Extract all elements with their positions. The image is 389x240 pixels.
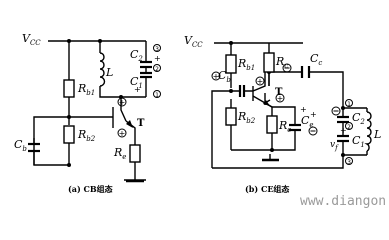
re-label-a: Re [113, 146, 126, 161]
terminal-marker-icon [153, 90, 161, 98]
ce-label-b: Ce [301, 114, 314, 129]
plus-circle-icon [211, 71, 221, 81]
rb1-label-a: Rb1 [77, 82, 95, 97]
watermark-text: www.diangon.com [300, 194, 389, 209]
plus-sign: + [310, 110, 317, 119]
terminal-marker-label: 2 [347, 124, 351, 131]
caption-a: (a) CB组态 [68, 184, 113, 194]
plus-sign: + [213, 72, 220, 81]
feedback-left-b [211, 90, 231, 168]
junction-dot [67, 163, 71, 167]
terminal-marker-label: 3 [347, 159, 351, 166]
resistor-rb1-a [63, 79, 75, 98]
plus-sign: + [257, 77, 264, 86]
junction-dot [341, 153, 345, 157]
inductor-label-a: L [105, 66, 113, 79]
cc-label-b: Cc [310, 52, 322, 67]
vf-label-b: vf [330, 140, 339, 152]
rc-label-b: Rc [275, 55, 288, 70]
plus-sign: + [300, 105, 307, 114]
resistor-re-a [129, 144, 141, 163]
inductor-label-b: L [373, 128, 381, 141]
emitter-arrow-a [126, 120, 133, 128]
bottom-wire-b [212, 155, 344, 169]
rb1-label-b: Rb1 [237, 57, 255, 72]
resistor-rb2-b [225, 107, 237, 126]
inductor-l-a [99, 52, 106, 87]
transistor-label-b: T [275, 87, 283, 98]
junction-dot [229, 41, 233, 45]
circuit-b-ce: + + + 1 2 3 VCC Rb1 Rb2 Rc Re Cb Cc Ce C… [184, 34, 381, 194]
plus-sign: + [154, 54, 161, 63]
terminal-marker-icon [153, 64, 161, 72]
re-label-b: Re [278, 119, 291, 134]
resistor-rb1-b [225, 54, 237, 74]
caption-b: (b) CE组态 [245, 184, 289, 194]
c2-label-a: C2 [130, 48, 143, 63]
cb-label-b: Cb [218, 69, 231, 84]
circuit-canvas: + + 3 2 1 VCC Rb1 Rb2 Cb Re L T C2 C1 + … [14, 32, 389, 209]
plus-sign: + [134, 85, 141, 94]
transistor-label-a: T [137, 118, 145, 129]
plus-sign: + [340, 126, 347, 135]
plus-circle-icon [117, 97, 127, 107]
terminal-marker-icon [345, 157, 353, 165]
junction-dot [67, 115, 71, 119]
terminal-marker-label: 2 [155, 66, 159, 73]
terminal-marker-icon [345, 122, 353, 130]
plus-sign: + [119, 98, 126, 107]
minus-circle-icon [282, 63, 292, 73]
junction-dot [229, 89, 233, 93]
tank-wire-b [343, 107, 368, 156]
inductor-l-b [364, 111, 372, 152]
plus-sign: + [277, 94, 284, 103]
terminal-marker-icon [153, 44, 161, 52]
junction-dot [341, 106, 345, 110]
junction-dot [67, 39, 71, 43]
rb2-label-a: Rb2 [77, 128, 96, 143]
minus-circle-icon [308, 126, 318, 136]
circuit-figure: + + 3 2 1 VCC Rb1 Rb2 Cb Re L T C2 C1 + … [14, 32, 389, 209]
terminal-marker-icon [345, 99, 353, 107]
terminal-marker-label: 1 [347, 101, 351, 108]
cep-wire-b [272, 106, 296, 151]
junction-dot [98, 39, 102, 43]
vcc-label-b: VCC [184, 34, 203, 49]
collector-a [120, 97, 127, 122]
minus-circle-icon [331, 106, 341, 116]
plus-sign: + [119, 129, 126, 138]
terminal-marker-label: 3 [155, 46, 159, 53]
resistor-rc-b [263, 52, 275, 73]
cb-label-a: Cb [14, 138, 27, 153]
circuit-a-cb: + + 3 2 1 VCC Rb1 Rb2 Cb Re L T C2 C1 + … [14, 32, 161, 194]
plus-circle-icon [255, 76, 265, 86]
resistor-re-b [266, 115, 278, 134]
emitter-arrow-b [263, 100, 270, 106]
vcc-label-a: VCC [22, 32, 41, 47]
c1-label-b: C1 [352, 134, 365, 149]
terminal-marker-label: 1 [155, 92, 159, 99]
plus-circle-icon [117, 128, 127, 138]
rb2-label-b: Rb2 [237, 110, 256, 125]
resistor-rb2-a [63, 125, 75, 144]
c1-label-a: C1 [130, 75, 143, 90]
c2-label-b: C2 [352, 111, 365, 126]
junction-dot [270, 148, 274, 152]
plus-circle-icon [275, 93, 285, 103]
